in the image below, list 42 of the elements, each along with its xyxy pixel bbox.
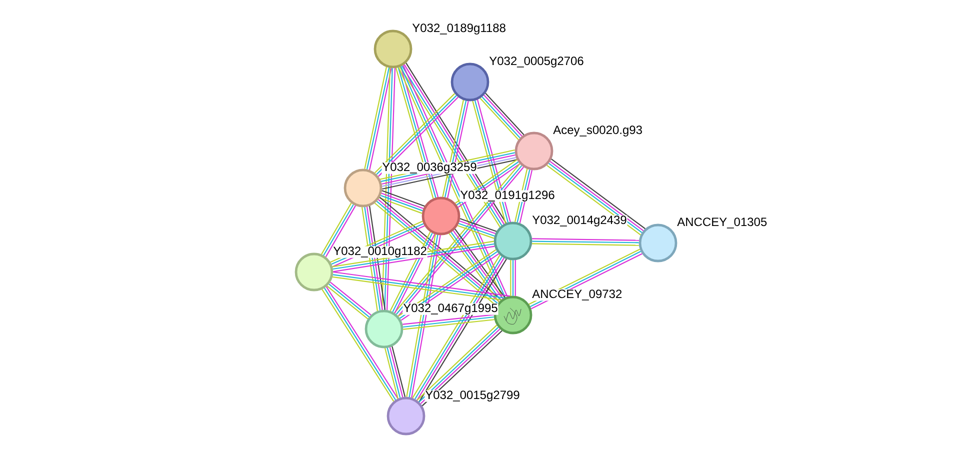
connector-line [403, 319, 494, 330]
node-label: Y032_0015g2799 [424, 390, 520, 402]
node-label: ANCCEY_01305 [676, 217, 768, 229]
connector-line [403, 316, 494, 328]
protein-node [450, 62, 490, 102]
connector-line [514, 260, 516, 296]
connector-line [384, 68, 393, 310]
connector-line [532, 243, 639, 246]
node-label: Y032_0467g1995 [402, 303, 498, 315]
connector-line [386, 348, 401, 398]
connector-line [361, 207, 378, 312]
connector-line [386, 68, 396, 310]
protein-node [494, 222, 532, 260]
connector-line [402, 314, 494, 325]
protein-node [422, 196, 460, 236]
connector-line [532, 240, 639, 244]
connector-line [384, 348, 398, 399]
connector-line [457, 225, 494, 239]
protein-node [374, 30, 412, 68]
node-label: Y032_0036g3259 [382, 162, 478, 174]
node-label: Y032_0010g1182 [332, 246, 428, 258]
connector-line [532, 238, 639, 241]
node-label: Y032_0189g1188 [412, 23, 506, 35]
connector-line [381, 68, 391, 310]
node-label: Y032_0014g2439 [532, 215, 628, 227]
protein-node [386, 396, 426, 436]
connector-line [333, 271, 510, 297]
connector-line [458, 222, 495, 237]
node-label: ANCCEY_09732 [532, 289, 623, 301]
node-label: Acey_s0020.g93 [552, 125, 643, 137]
connector-line [389, 347, 404, 398]
protein-node [514, 132, 554, 170]
protein-node [294, 252, 334, 292]
connector-line [369, 206, 386, 310]
connector-line [512, 260, 514, 296]
connector-line [392, 346, 406, 397]
connector-line [510, 260, 512, 296]
node-label: Y032_0005g2706 [488, 56, 584, 68]
node-label: Y032_0191g1296 [460, 190, 556, 202]
protein-node [344, 168, 382, 208]
protein-node [638, 224, 678, 262]
protein-node [364, 310, 404, 348]
